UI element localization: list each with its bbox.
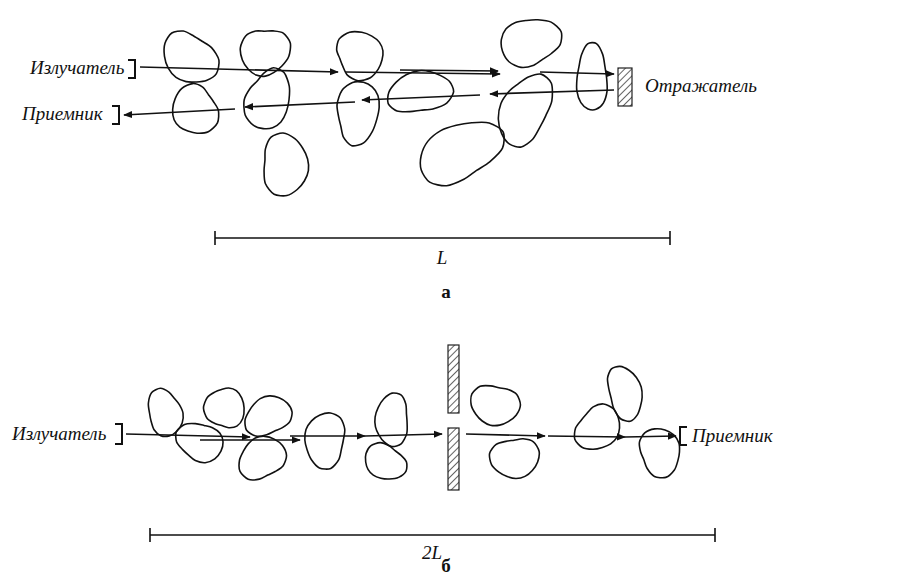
emitter-bracket — [128, 60, 135, 78]
eddy — [499, 17, 563, 71]
panel-letter: б — [441, 556, 451, 577]
receiver-label: Приемник — [22, 104, 103, 125]
eddy — [371, 390, 414, 448]
reflector — [618, 68, 632, 106]
receiver-bracket — [112, 106, 119, 124]
emitter-bracket — [115, 424, 122, 444]
eddy — [577, 43, 608, 110]
eddy — [334, 27, 387, 84]
emitter-label: Излучатель — [12, 424, 106, 445]
emitter-label: Излучатель — [30, 58, 124, 79]
panel-letter: а — [441, 282, 451, 303]
beam-arrow — [200, 439, 300, 441]
screen — [448, 428, 459, 490]
eddy — [471, 386, 521, 426]
dimension-label: L — [437, 248, 448, 269]
eddy — [491, 66, 558, 153]
beam-arrow — [345, 72, 500, 74]
beam-arrow — [365, 434, 442, 436]
beam-arrow — [124, 109, 235, 115]
receiver-bracket — [680, 427, 687, 445]
eddy — [155, 20, 224, 93]
eddy — [325, 76, 388, 151]
eddy — [241, 392, 295, 438]
beam-arrow — [362, 95, 480, 100]
eddy — [365, 443, 406, 479]
receiver-label: Приемник — [692, 426, 773, 447]
beam-arrow — [540, 72, 614, 74]
eddy — [254, 128, 316, 200]
beam-arrow — [466, 434, 545, 436]
beam-arrow — [625, 436, 676, 437]
beam-arrow — [140, 67, 338, 72]
beam-arrow — [548, 436, 625, 437]
beam-arrow — [245, 102, 355, 107]
eddy — [176, 424, 223, 463]
reflector-label: Отражатель — [645, 76, 757, 97]
screen — [448, 345, 459, 413]
eddy — [244, 68, 290, 129]
beam-arrow — [490, 90, 614, 94]
eddy — [601, 361, 651, 425]
eddy — [486, 433, 541, 482]
beam-arrow — [290, 435, 365, 437]
dimension-label: 2L — [422, 543, 442, 564]
eddy — [305, 413, 345, 469]
dimension-line — [150, 528, 715, 542]
eddy — [203, 388, 244, 428]
eddy — [234, 430, 291, 489]
beam-arrow — [400, 70, 498, 71]
eddy — [574, 404, 619, 449]
beam-arrow — [126, 434, 250, 437]
dimension-line — [215, 231, 670, 245]
